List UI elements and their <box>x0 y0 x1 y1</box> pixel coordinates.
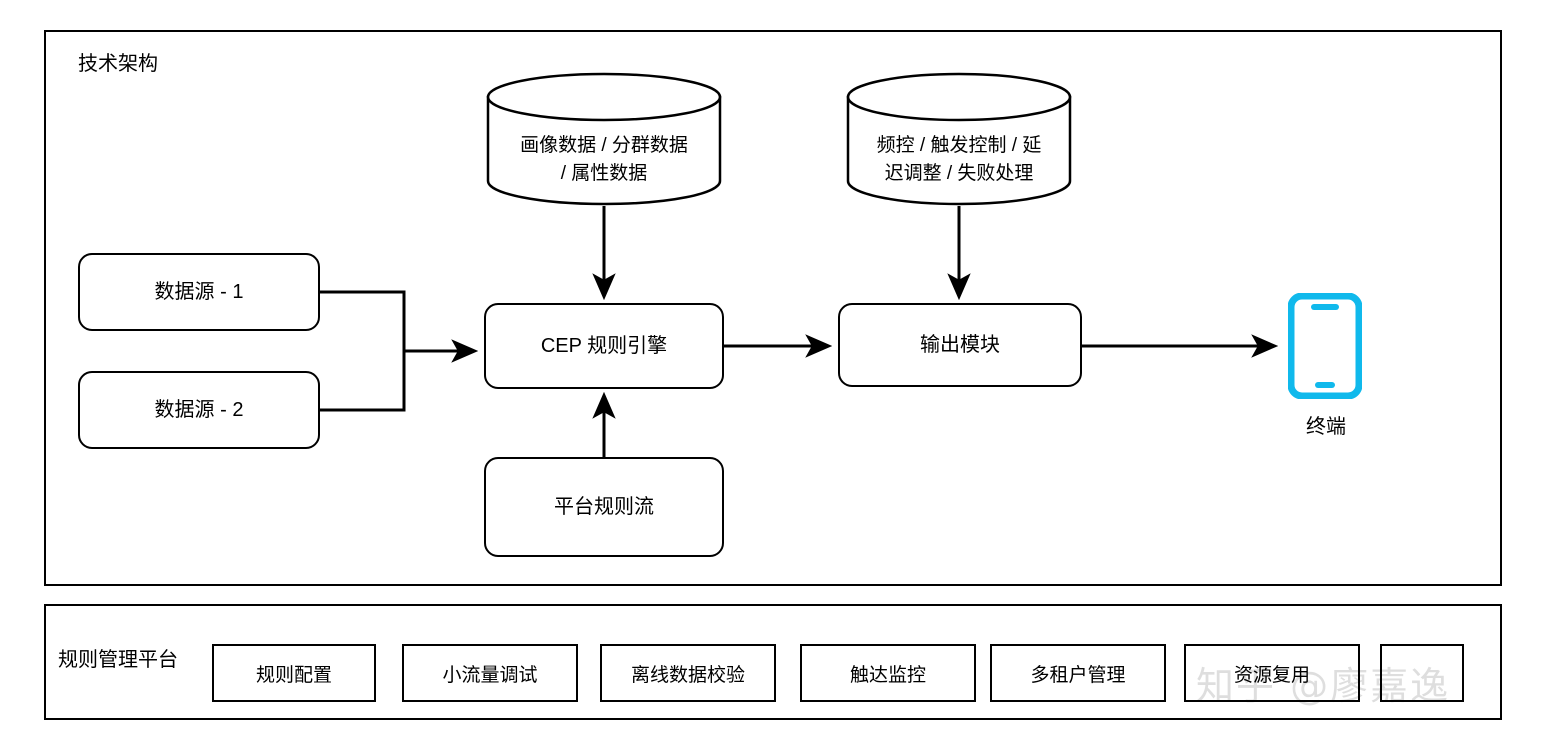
cylinder-shape <box>486 72 722 206</box>
cylinder-shape <box>846 72 1072 206</box>
terminal-label: 终端 <box>1306 416 1346 438</box>
mobile-phone-icon <box>1287 292 1363 400</box>
rules-panel-title: 规则管理平台 <box>58 649 178 671</box>
rules-item-small-traffic-debug[interactable]: 小流量调试 <box>402 644 578 702</box>
node-cep-engine[interactable]: CEP 规则引擎 <box>484 303 724 389</box>
rules-item-resource-reuse[interactable]: 资源复用 <box>1184 644 1360 702</box>
datastore-profile-cylinder: 画像数据 / 分群数据 / 属性数据 <box>486 72 722 206</box>
architecture-panel-title: 技术架构 <box>78 53 158 75</box>
rules-item-rule-config[interactable]: 规则配置 <box>212 644 376 702</box>
rules-item-extra[interactable] <box>1380 644 1464 702</box>
rules-item-offline-data-validation[interactable]: 离线数据校验 <box>600 644 776 702</box>
node-platform-rule-flow[interactable]: 平台规则流 <box>484 457 724 557</box>
node-output-module[interactable]: 输出模块 <box>838 303 1082 387</box>
mobile-phone-glyph <box>1287 292 1363 400</box>
rules-item-multi-tenant-management[interactable]: 多租户管理 <box>990 644 1166 702</box>
node-data-source-2[interactable]: 数据源 - 2 <box>78 371 320 449</box>
node-data-source-1[interactable]: 数据源 - 1 <box>78 253 320 331</box>
datastore-control-cylinder: 频控 / 触发控制 / 延 迟调整 / 失败处理 <box>846 72 1072 206</box>
rules-item-reach-monitoring[interactable]: 触达监控 <box>800 644 976 702</box>
